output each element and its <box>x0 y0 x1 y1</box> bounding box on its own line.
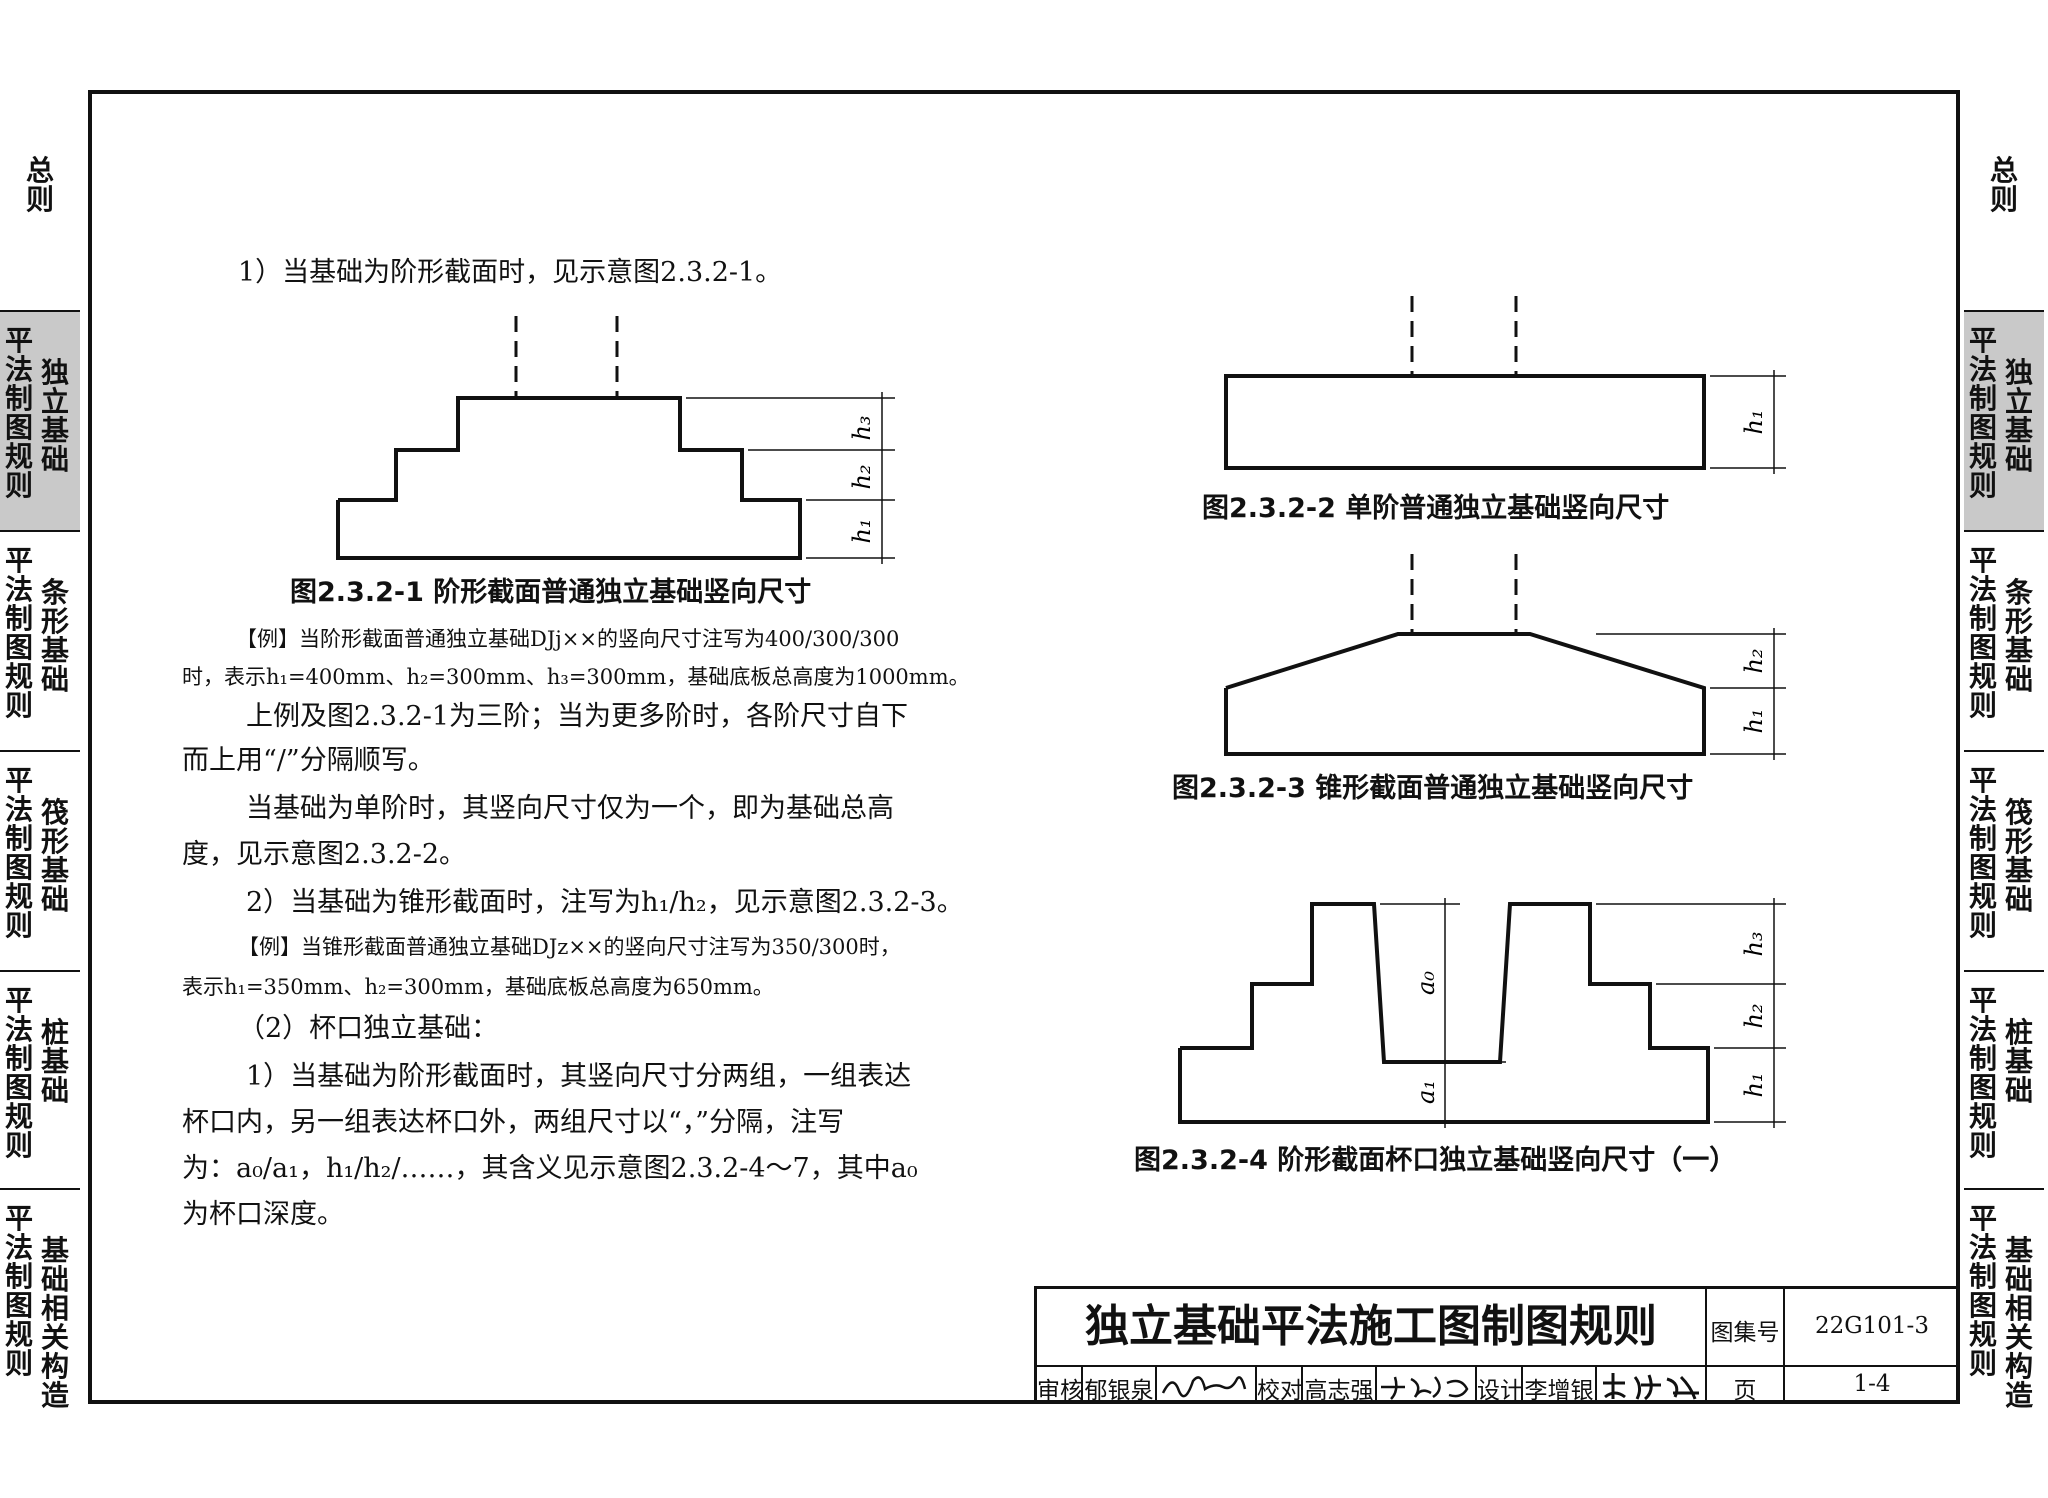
right-tab-category: 平 法 制 图 规 则 <box>1968 764 1997 942</box>
designer-signature <box>1603 1373 1699 1401</box>
design-label: 设计 <box>1477 1378 1523 1404</box>
left-tab-category: 平 法 制 图 规 则 <box>4 764 33 942</box>
para-single-step-line-2: 度，见示意图2.3.2-2。 <box>182 839 467 870</box>
left-tab-topic: 桩 基 础 <box>40 1016 69 1107</box>
para-cup-line-4: 为杯口深度。 <box>182 1199 344 1230</box>
left-tab-topic: 筏 形 基 础 <box>40 796 69 916</box>
right-tab-category: 平 法 制 图 规 则 <box>1968 1202 1997 1380</box>
fig2-h1-label: h₁ <box>1740 409 1768 434</box>
example-2-line-2: 表示h₁=350mm、h₂=300mm，基础底板总高度为650mm。 <box>182 975 774 999</box>
para-cup-line-2: 杯口内，另一组表达杯口外，两组尺寸以“，”分隔，注写 <box>182 1107 845 1138</box>
reviewer-name: 郁银泉 <box>1084 1378 1154 1404</box>
checker-signature <box>1381 1376 1469 1400</box>
left-tab-category: 平 法 制 图 规 则 <box>4 984 33 1162</box>
designer-name: 李增银 <box>1524 1378 1594 1404</box>
para-cup-foundation: （2）杯口独立基础： <box>238 1013 499 1044</box>
drawing-title: 独立基础平法施工图制图规则 <box>1085 1301 1657 1352</box>
fig3-cone-drawing <box>1224 554 1786 760</box>
fig1-stepped-foundation-drawing <box>336 316 895 564</box>
right-tab-topic: 独 立 基 础 <box>2004 356 2033 476</box>
reviewer-signature <box>1161 1376 1247 1398</box>
right-tab-4[interactable]: 平 法 制 图 规 则筏 形 基 础 <box>1964 750 2044 970</box>
example-1-line-1: 【例】当阶形截面普通独立基础DJj××的竖向尺寸注写为400/300/300 <box>236 627 900 651</box>
para-more-steps-line-1: 上例及图2.3.2-1为三阶；当为更多阶时，各阶尺寸自下 <box>246 701 908 732</box>
fig1-h3-label: h₃ <box>848 415 876 440</box>
fig4-h2-label: h₂ <box>1740 1003 1768 1028</box>
right-tab-label: 总 则 <box>1989 154 2018 216</box>
title-block: 独立基础平法施工图制图规则 图集号 22G101-3 审核 郁银泉 校对 高志强… <box>1034 1286 1960 1404</box>
fig1-caption: 图2.3.2-1 阶形截面普通独立基础竖向尺寸 <box>290 577 812 608</box>
atlas-number: 22G101-3 <box>1815 1313 1929 1339</box>
left-tab-topic: 条 形 基 础 <box>40 576 69 696</box>
fig4-h1-label: h₁ <box>1740 1072 1768 1097</box>
para-cup-line-3: 为：a₀/a₁，h₁/h₂/……，其含义见示意图2.3.2-4～7，其中a₀ <box>182 1153 918 1184</box>
left-tab-5[interactable]: 平 法 制 图 规 则桩 基 础 <box>0 970 80 1188</box>
fig4-h3-label: h₃ <box>1740 931 1768 956</box>
fig2-caption: 图2.3.2-2 单阶普通独立基础竖向尺寸 <box>1202 493 1670 524</box>
para-step-section: 1）当基础为阶形截面时，见示意图2.3.2-1。 <box>238 257 783 288</box>
right-tab-category: 平 法 制 图 规 则 <box>1968 984 1997 1162</box>
checker-name: 高志强 <box>1304 1378 1374 1404</box>
page-number: 1-4 <box>1853 1371 1891 1397</box>
right-tab-topic: 条 形 基 础 <box>2004 576 2033 696</box>
fig4-a1-label: a₁ <box>1412 1080 1440 1104</box>
fig4-cup-foundation-drawing <box>1178 898 1786 1128</box>
left-tab-category: 平 法 制 图 规 则 <box>4 544 33 722</box>
right-tab-3[interactable]: 平 法 制 图 规 则条 形 基 础 <box>1964 530 2044 750</box>
left-tab-topic: 基 础 相 关 构 造 <box>40 1234 69 1412</box>
example-1-line-2: 时，表示h₁=400mm、h₂=300mm、h₃=300mm，基础底板总高度为1… <box>182 665 970 689</box>
right-tab-topic: 基 础 相 关 构 造 <box>2004 1234 2033 1412</box>
right-tab-2[interactable]: 平 法 制 图 规 则独 立 基 础 <box>1964 310 2044 530</box>
right-tab-topic: 桩 基 础 <box>2004 1016 2033 1107</box>
para-cup-line-1: 1）当基础为阶形截面时，其竖向尺寸分两组，一组表达 <box>246 1061 912 1092</box>
right-tab-6[interactable]: 平 法 制 图 规 则基 础 相 关 构 造 <box>1964 1188 2044 1410</box>
fig3-caption: 图2.3.2-3 锥形截面普通独立基础竖向尺寸 <box>1172 773 1694 804</box>
fig4-caption: 图2.3.2-4 阶形截面杯口独立基础竖向尺寸（一） <box>1134 1145 1737 1176</box>
fig2-single-step-drawing <box>1224 296 1786 474</box>
right-tab-category: 平 法 制 图 规 则 <box>1968 324 1997 502</box>
atlas-label: 图集号 <box>1710 1320 1780 1346</box>
right-tab-topic: 筏 形 基 础 <box>2004 796 2033 916</box>
left-tab-topic: 独 立 基 础 <box>40 356 69 476</box>
left-tab-3[interactable]: 平 法 制 图 规 则条 形 基 础 <box>0 530 80 750</box>
drawing-frame <box>88 90 1960 1404</box>
right-tab-1[interactable]: 总 则 <box>1964 92 2044 310</box>
left-tab-6[interactable]: 平 法 制 图 规 则基 础 相 关 构 造 <box>0 1188 80 1410</box>
left-tab-4[interactable]: 平 法 制 图 规 则筏 形 基 础 <box>0 750 80 970</box>
para-more-steps-line-2: 而上用“/”分隔顺写。 <box>182 745 435 776</box>
para-cone-section: 2）当基础为锥形截面时，注写为h₁/h₂，见示意图2.3.2-3。 <box>246 887 964 918</box>
left-tab-category: 平 法 制 图 规 则 <box>4 1202 33 1380</box>
para-single-step-line-1: 当基础为单阶时，其竖向尺寸仅为一个，即为基础总高 <box>246 793 894 824</box>
example-2-line-1: 【例】当锥形截面普通独立基础DJz××的竖向尺寸注写为350/300时， <box>238 935 901 959</box>
fig1-h1-label: h₁ <box>848 518 876 543</box>
check-label: 校对 <box>1257 1378 1303 1404</box>
fig3-h1-label: h₁ <box>1740 708 1768 733</box>
right-tab-category: 平 法 制 图 规 则 <box>1968 544 1997 722</box>
fig4-a0-label: a₀ <box>1412 971 1440 995</box>
review-label: 审核 <box>1037 1378 1083 1404</box>
left-tab-1[interactable]: 总 则 <box>0 92 80 310</box>
page-label: 页 <box>1733 1378 1757 1404</box>
left-tab-label: 总 则 <box>25 154 54 216</box>
fig1-h2-label: h₂ <box>848 464 876 489</box>
right-tab-5[interactable]: 平 法 制 图 规 则桩 基 础 <box>1964 970 2044 1188</box>
left-tab-2[interactable]: 平 法 制 图 规 则独 立 基 础 <box>0 310 80 530</box>
fig3-h2-label: h₂ <box>1740 648 1768 673</box>
left-tab-category: 平 法 制 图 规 则 <box>4 324 33 502</box>
